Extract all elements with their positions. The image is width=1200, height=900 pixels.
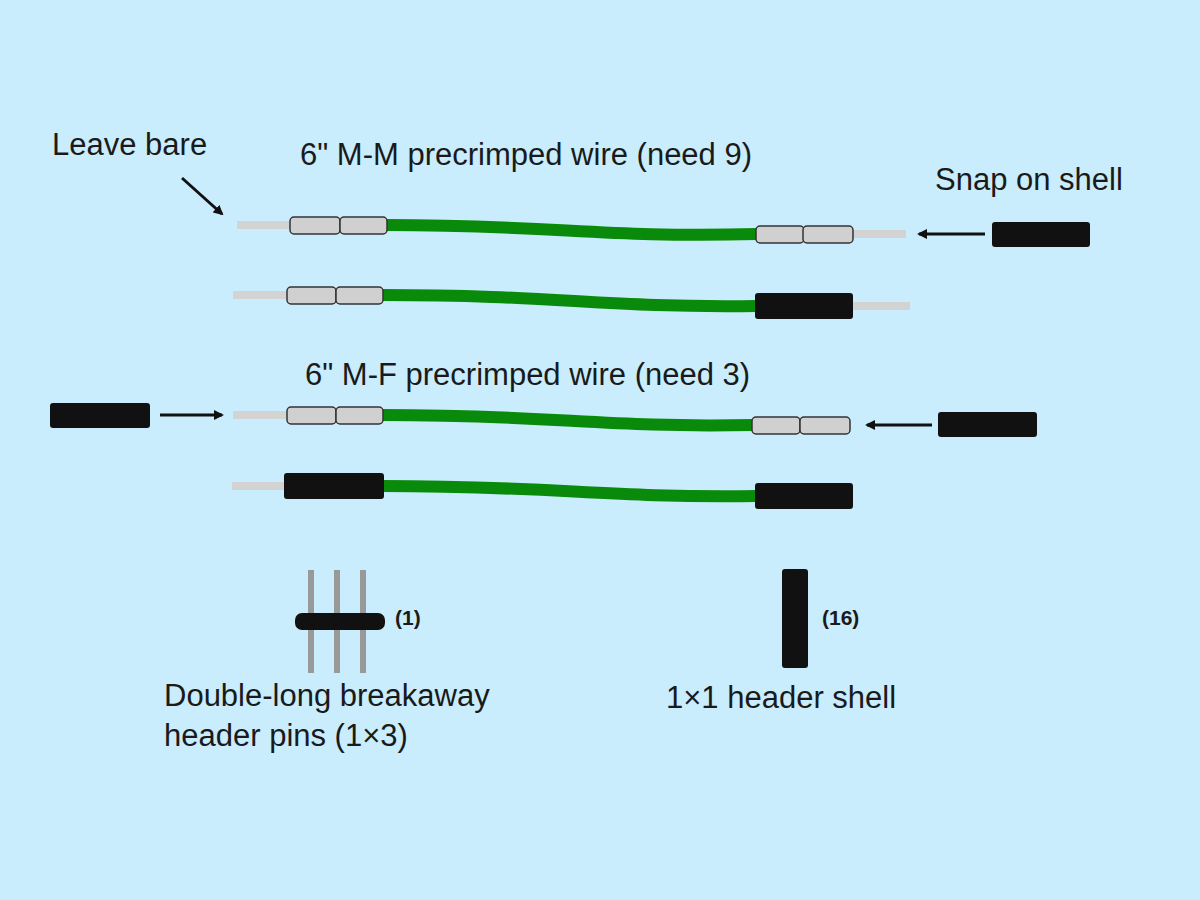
crimp: [287, 287, 336, 304]
wire-title: 6" M-F precrimped wire (need 3): [305, 356, 750, 393]
leader-arrow: [182, 178, 222, 214]
header-shell: [755, 293, 853, 319]
header-shell: [992, 222, 1090, 247]
part-label: 1×1 header shell: [666, 679, 896, 716]
header-shell: [50, 403, 150, 428]
callout-number: (16): [822, 605, 859, 630]
mf-wire-shelled: [232, 473, 853, 509]
crimp: [752, 417, 800, 434]
header-shell: [755, 483, 853, 509]
note-label: Snap on shell: [935, 161, 1123, 198]
crimp: [290, 217, 340, 234]
mm-wire-bare: [237, 217, 1090, 247]
mf-wire-bare: [50, 403, 1037, 437]
header-body: [295, 613, 385, 630]
header-shell: [782, 569, 808, 668]
wire: [382, 486, 757, 496]
crimp: [800, 417, 850, 434]
snap-arrow: [160, 414, 222, 417]
wire: [382, 415, 753, 425]
wire-title: 6" M-M precrimped wire (need 9): [300, 136, 752, 173]
callout-number: (1): [395, 605, 421, 630]
snap-arrow: [867, 424, 932, 427]
pin: [233, 411, 290, 419]
breakaway-header: [295, 570, 385, 673]
crimp: [287, 407, 336, 424]
snap-arrow: [919, 233, 985, 236]
wire: [385, 225, 757, 235]
header-shell: [284, 473, 384, 499]
pin: [850, 302, 910, 310]
pin: [232, 482, 288, 490]
crimp: [756, 226, 804, 243]
part-label: Double-long breakaway header pins (1×3): [164, 676, 564, 756]
mm-wire-shelled: [233, 287, 910, 319]
pin: [233, 291, 290, 299]
pin: [851, 230, 906, 238]
pin: [237, 221, 292, 229]
crimp: [340, 217, 387, 234]
wire: [382, 295, 757, 306]
crimp: [336, 407, 383, 424]
note-label: Leave bare: [52, 126, 207, 163]
header-shell: [938, 412, 1037, 437]
crimp: [803, 226, 853, 243]
crimp: [336, 287, 383, 304]
